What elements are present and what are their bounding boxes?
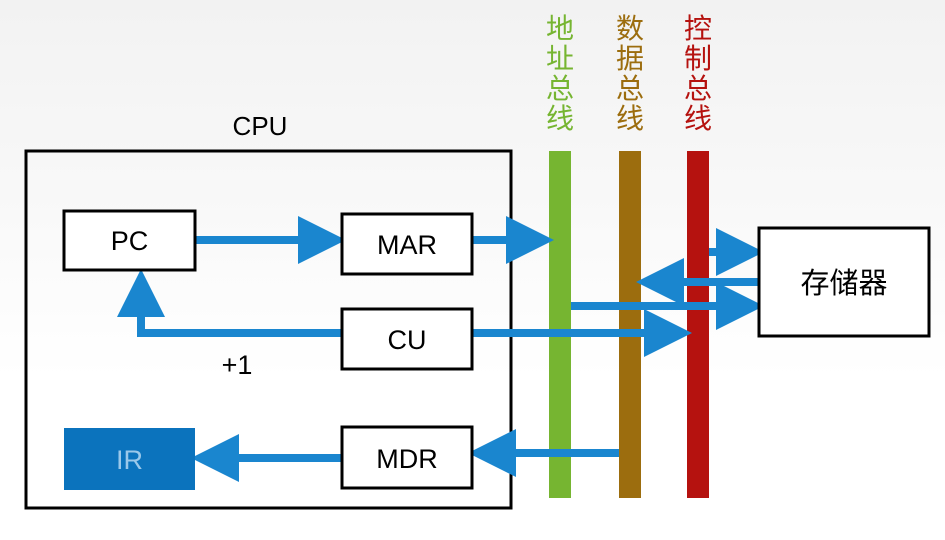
address-bus-title: 地 址 总 线 bbox=[543, 14, 577, 134]
address-bus-char: 地 bbox=[545, 12, 574, 45]
data-bus-char: 据 bbox=[615, 42, 644, 75]
address-bus-char: 址 bbox=[545, 42, 574, 75]
cu-register-box bbox=[340, 307, 474, 371]
mar-register-box bbox=[340, 212, 474, 276]
data-bus bbox=[619, 151, 641, 498]
address-bus bbox=[549, 151, 571, 498]
increment-label: +1 bbox=[222, 350, 253, 380]
pc-register-box bbox=[62, 209, 197, 272]
control-bus-char: 控 bbox=[683, 12, 712, 45]
pc-register-label: PC bbox=[111, 226, 149, 256]
mdr-register-label: MDR bbox=[376, 444, 438, 474]
control-bus-char: 总 bbox=[683, 72, 712, 105]
control-bus-char: 制 bbox=[683, 42, 712, 75]
data-bus-char: 线 bbox=[615, 102, 644, 135]
data-bus-char: 数 bbox=[615, 12, 644, 45]
data-bus-title: 数 据 总 线 bbox=[613, 14, 647, 134]
address-bus-char: 总 bbox=[545, 72, 574, 105]
address-bus-char: 线 bbox=[545, 102, 574, 135]
mar-register-label: MAR bbox=[377, 230, 437, 260]
control-bus-char: 线 bbox=[683, 102, 712, 135]
control-bus-title: 控 制 总 线 bbox=[681, 14, 715, 134]
ir-register-label: IR bbox=[116, 445, 143, 475]
mdr-register-box bbox=[340, 425, 474, 490]
cpu-label: CPU bbox=[233, 111, 288, 141]
memory-box bbox=[757, 226, 931, 338]
cu-to-pc-increment-arrow bbox=[117, 269, 342, 337]
memory-label: 存储器 bbox=[800, 266, 887, 300]
data-bus-char: 总 bbox=[615, 72, 644, 105]
control-bus bbox=[687, 151, 709, 498]
cu-register-label: CU bbox=[388, 325, 427, 355]
ir-register-box bbox=[64, 428, 195, 490]
